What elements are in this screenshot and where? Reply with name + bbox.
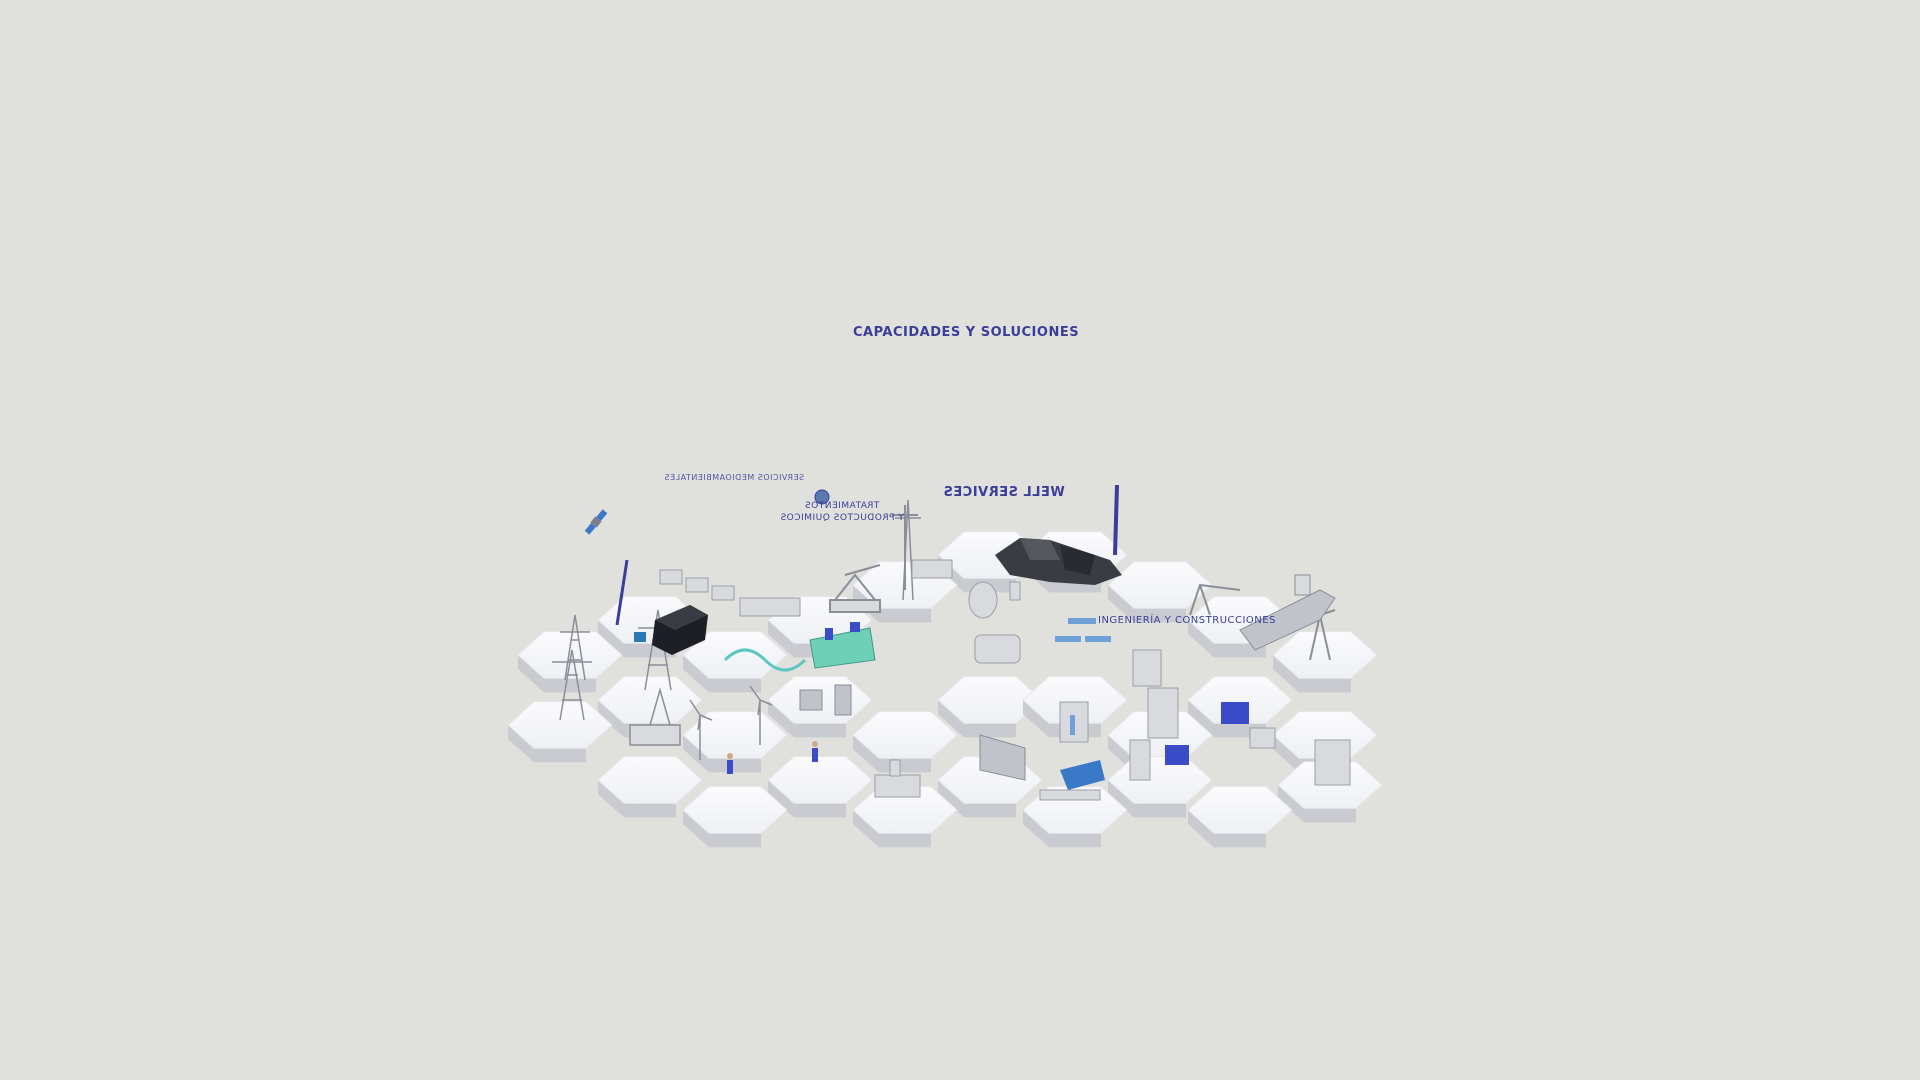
hex-tile-side bbox=[938, 700, 964, 738]
generator-icon bbox=[652, 605, 708, 655]
chemical-structure-icon bbox=[723, 648, 807, 672]
hex-tile-side bbox=[964, 803, 1016, 818]
hex-tile-side bbox=[709, 833, 761, 848]
worker-icon bbox=[727, 741, 818, 774]
container-icon bbox=[659, 559, 953, 617]
satellite-icon bbox=[584, 509, 608, 535]
hex-tile[interactable] bbox=[1022, 676, 1128, 724]
hex-tile-side bbox=[1108, 780, 1134, 818]
hex-tile-side bbox=[683, 735, 709, 773]
hex-tile[interactable] bbox=[852, 786, 958, 834]
hex-tile-side bbox=[1108, 585, 1134, 623]
hex-tile-side bbox=[598, 780, 624, 818]
hex-tile-side bbox=[879, 758, 931, 773]
hex-tile-side bbox=[1304, 808, 1356, 823]
hex-tile-side bbox=[938, 780, 964, 818]
label-tratamientos-line1: TRATAMIENTOS bbox=[804, 501, 880, 511]
hex-tile-side bbox=[1188, 700, 1214, 738]
antenna-mast-icon bbox=[615, 484, 1119, 626]
label-tratamientos: TRATAMIENTOS Y PRODUCTOS QUIMICOS bbox=[780, 500, 904, 524]
hex-tile-side bbox=[794, 723, 846, 738]
hex-tile-side bbox=[1023, 700, 1049, 738]
hex-tile-side bbox=[794, 803, 846, 818]
hex-tile-side bbox=[768, 700, 794, 738]
hex-tile-side bbox=[879, 608, 931, 623]
hex-tiles bbox=[507, 531, 1383, 848]
hex-tile[interactable] bbox=[1187, 786, 1293, 834]
label-productos-quimicos: Y PRODUCTOS QUIMICOS bbox=[780, 513, 904, 523]
hex-tile-side bbox=[598, 620, 624, 658]
hex-tile-side bbox=[1188, 620, 1214, 658]
hex-tile-side bbox=[853, 735, 879, 773]
hex-tile-side bbox=[1134, 608, 1186, 623]
hex-tile-side bbox=[518, 655, 544, 693]
label-ingenieria-construcciones: INGENIERÍA Y CONSTRUCCIONES bbox=[1098, 615, 1276, 626]
hex-tile-side bbox=[1134, 803, 1186, 818]
hex-tile[interactable] bbox=[682, 786, 788, 834]
hex-tile[interactable] bbox=[1272, 631, 1378, 679]
building-icon-blue bbox=[1070, 702, 1249, 765]
pumpjack-icon bbox=[829, 564, 881, 613]
rock-pile-icon bbox=[995, 538, 1122, 585]
monitor-icon bbox=[634, 632, 646, 642]
hex-tile-side bbox=[683, 655, 709, 693]
electrical-cabinet-icon bbox=[799, 684, 852, 716]
hex-tile-side bbox=[709, 758, 761, 773]
hex-tile-side bbox=[1188, 810, 1214, 848]
hex-tile-side bbox=[768, 780, 794, 818]
utility-pole-icon bbox=[892, 505, 918, 590]
solar-panel-icon bbox=[1055, 618, 1111, 642]
hex-tile-side bbox=[1049, 833, 1101, 848]
hex-tile-side bbox=[598, 700, 624, 738]
hex-tile-side bbox=[853, 810, 879, 848]
globe-icon bbox=[814, 489, 830, 505]
hex-tile[interactable] bbox=[1107, 561, 1213, 609]
scene-objects bbox=[552, 484, 1351, 801]
ship-icon bbox=[1239, 574, 1336, 651]
hex-tile[interactable] bbox=[767, 756, 873, 804]
label-well-services: WELL SERVICES bbox=[943, 485, 1065, 500]
hex-tile-side bbox=[544, 678, 596, 693]
hex-tile-side bbox=[1214, 833, 1266, 848]
hex-tile-side bbox=[1278, 785, 1304, 823]
label-servicios-medioambientales: SERVICIOS MEDIOAMBIENTALES bbox=[664, 473, 805, 482]
hex-tile-side bbox=[1273, 655, 1299, 693]
hex-tile-side bbox=[534, 748, 586, 763]
hex-tile[interactable] bbox=[937, 676, 1043, 724]
hex-tile-side bbox=[768, 620, 794, 658]
factory-icon bbox=[874, 759, 921, 798]
wind-turbine-icon bbox=[689, 685, 773, 760]
hex-tile-side bbox=[964, 723, 1016, 738]
hex-tile-side bbox=[683, 810, 709, 848]
hex-tile[interactable] bbox=[517, 631, 623, 679]
hex-tile[interactable] bbox=[682, 711, 788, 759]
hex-tile[interactable] bbox=[682, 631, 788, 679]
hex-tile[interactable] bbox=[507, 701, 613, 749]
hex-tile-side bbox=[1299, 678, 1351, 693]
hex-tile[interactable] bbox=[1187, 676, 1293, 724]
hex-tile-side bbox=[1273, 735, 1299, 773]
hex-tile-side bbox=[1023, 810, 1049, 848]
hex-tile[interactable] bbox=[597, 756, 703, 804]
hex-tile-side bbox=[624, 803, 676, 818]
building-icon bbox=[1059, 649, 1351, 786]
lab-station-icon bbox=[809, 622, 876, 669]
tank-icon bbox=[968, 581, 1021, 664]
scene-title: CAPACIDADES Y SOLUCIONES bbox=[853, 325, 1080, 340]
drilling-rig-icon bbox=[629, 687, 681, 746]
hex-tile-side bbox=[879, 833, 931, 848]
billboard-icon bbox=[979, 734, 1026, 781]
hex-tile-side bbox=[508, 725, 534, 763]
hex-tile[interactable] bbox=[852, 711, 958, 759]
hex-tile[interactable] bbox=[597, 676, 703, 724]
solar-canopy-icon bbox=[1039, 760, 1105, 801]
hex-tile-side bbox=[709, 678, 761, 693]
